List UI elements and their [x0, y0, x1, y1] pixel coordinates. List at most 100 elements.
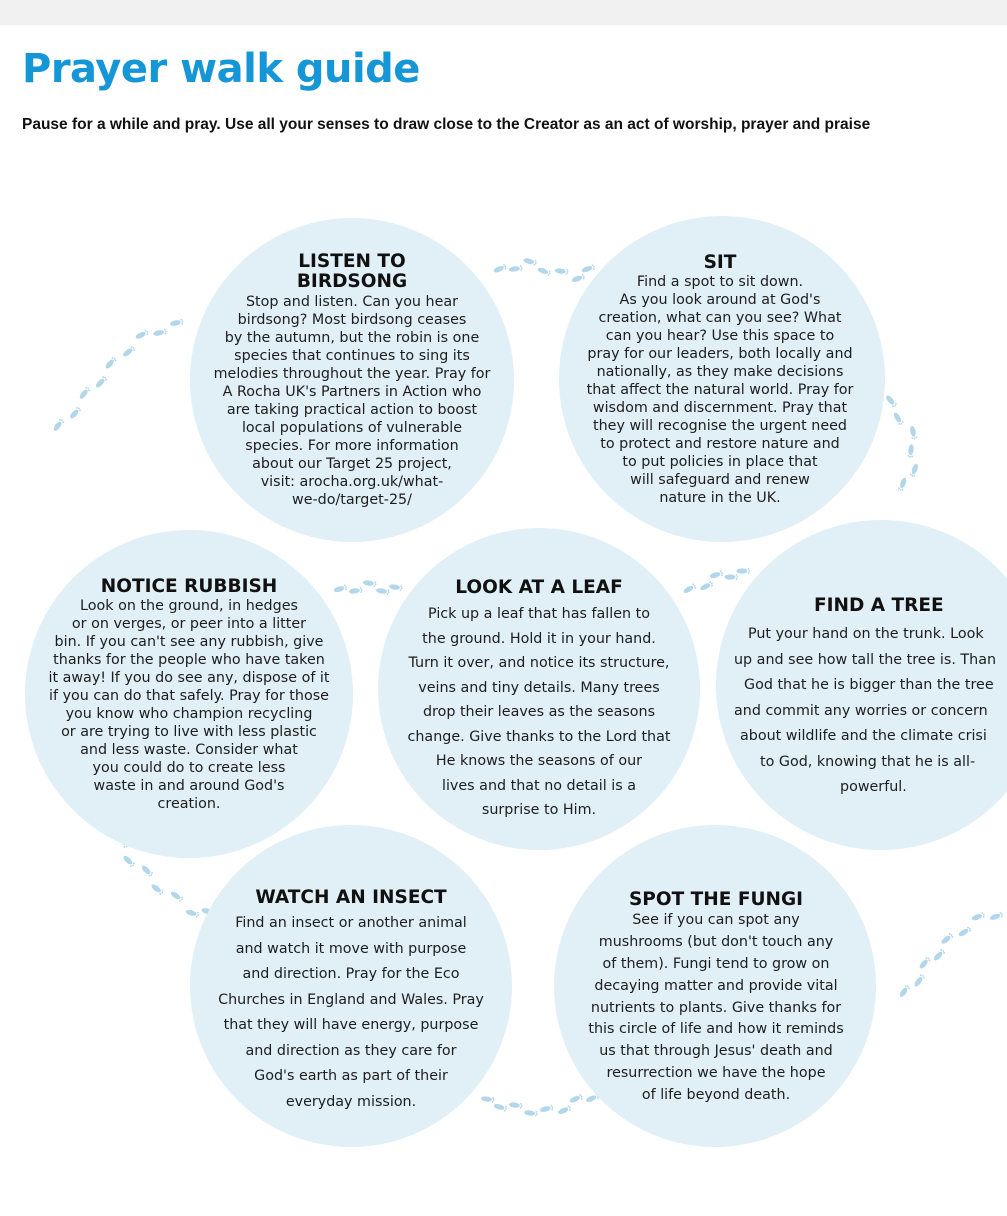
text-line: to God, knowing that he is all-	[760, 753, 976, 770]
footprint-icon	[348, 587, 363, 594]
footprint-icon	[79, 386, 91, 399]
text-line: species that continues to sing its	[234, 347, 470, 364]
text-line: melodies throughout the year. Pray for	[213, 365, 491, 382]
text-line: Find a spot to sit down.	[636, 274, 804, 291]
footprint-icon	[389, 584, 403, 591]
text-line: bin. If you can't see any rubbish, give	[54, 634, 324, 651]
heading-line: LOOK AT A LEAF	[455, 577, 623, 598]
text-line: Look on the ground, in hedges	[80, 598, 298, 615]
text-line: decaying matter and provide vital	[594, 977, 838, 994]
footprint-icon	[508, 1102, 523, 1109]
text-line: to put policies in place that	[622, 454, 818, 471]
footprint-icon	[569, 1093, 583, 1103]
footprint-icon	[493, 263, 507, 273]
footprint-icon	[523, 258, 537, 266]
station-rubbish: NOTICE RUBBISH Look on the ground, in he…	[48, 576, 330, 813]
footprint-icon	[141, 865, 154, 877]
text-line: pray for our leaders, both locally and	[587, 346, 853, 363]
heading-line: SPOT THE FUNGI	[628, 889, 804, 910]
circle-insect	[190, 825, 512, 1147]
text-line: everyday mission.	[285, 1093, 417, 1110]
text-line: you know who champion recycling	[65, 706, 313, 723]
text-line: the ground. Hold it in your hand.	[422, 630, 656, 647]
footprint-icon	[971, 912, 985, 921]
footprint-icon	[886, 395, 897, 408]
station-heading: LOOK AT A LEAF	[408, 577, 671, 598]
footprint-icon	[376, 588, 390, 595]
footprint-icon	[151, 884, 164, 895]
circle-birdsong	[190, 218, 514, 542]
footprint-icon	[933, 949, 946, 961]
footprint-icon	[910, 425, 918, 440]
text-line: this circle of life and how it reminds	[588, 1021, 844, 1038]
page-title: Prayer walk guide	[22, 46, 420, 92]
circle-rubbish	[25, 530, 353, 858]
footprint-icon	[135, 329, 149, 339]
text-line: it away! If you do see any, dispose of i…	[48, 670, 330, 687]
text-line: He knows the seasons of our	[435, 753, 643, 770]
text-line: God's earth as part of their	[254, 1068, 448, 1085]
heading-line: FIND A TREE	[814, 595, 944, 616]
text-line: veins and tiny details. Many trees	[418, 679, 660, 696]
text-line: birdsong? Most birdsong ceases	[237, 311, 467, 328]
footprint-icon	[169, 318, 184, 326]
text-line: about wildlife and the climate crisi	[740, 728, 987, 745]
footprint-icon	[70, 406, 81, 419]
text-line: Churches in England and Wales. Pray	[218, 991, 484, 1008]
footprint-icon	[899, 984, 910, 997]
text-line: will safeguard and renew	[630, 472, 810, 489]
station-heading: NOTICE RUBBISH	[48, 576, 329, 597]
footprint-icon	[53, 418, 64, 431]
circle-leaf	[378, 528, 700, 850]
footprint-icon	[558, 1105, 571, 1114]
text-line: of life beyond death.	[641, 1086, 791, 1103]
text-line: local populations of vulnerable	[241, 419, 463, 436]
text-line: of them). Fungi tend to grow on	[602, 955, 830, 972]
text-line: and watch it move with purpose	[235, 940, 467, 957]
heading-line: NOTICE RUBBISH	[100, 576, 278, 597]
text-line: change. Give thanks to the Lord that	[407, 728, 671, 745]
text-line: drop their leaves as the seasons	[422, 704, 656, 721]
text-line: Find an insect or another animal	[235, 915, 467, 932]
text-line: nationally, as they make decisions	[596, 364, 844, 381]
footprint-icon	[508, 265, 523, 272]
footprint-icon	[907, 444, 914, 458]
text-line: Stop and listen. Can you hear	[245, 293, 459, 310]
heading-line: LISTEN TO	[298, 251, 406, 272]
text-line: and direction. Pray for the Eco	[242, 966, 460, 983]
footprint-icon	[105, 356, 117, 369]
page-subtitle: Pause for a while and pray. Use all your…	[22, 116, 871, 133]
footprint-icon	[170, 891, 184, 902]
station-tree: FIND A TREE Put your hand on the trunk. …	[734, 595, 996, 801]
text-line: they will recognise the urgent need	[593, 418, 847, 435]
footprint-icon	[736, 568, 751, 574]
footprint-icon	[724, 574, 739, 580]
text-line: and commit any worries or concern	[734, 702, 988, 719]
text-line: us that through Jesus' death and	[599, 1043, 833, 1060]
text-line: wisdom and discernment. Pray that	[592, 400, 848, 417]
text-line: that affect the natural world. Pray for	[586, 382, 854, 399]
footprint-icon	[524, 1110, 538, 1117]
station-insect: WATCH AN INSECT Find an insect or anothe…	[218, 887, 484, 1115]
text-line: lives and that no detail is a	[441, 777, 637, 794]
text-line: species. For more information	[245, 437, 459, 454]
circle-fungi	[554, 825, 876, 1147]
footprint-icon	[333, 584, 348, 593]
station-text: Find a spot to sit down.As you look arou…	[587, 273, 854, 507]
text-line: A Rocha UK's Partners in Action who	[222, 383, 482, 400]
text-line: creation.	[157, 796, 221, 813]
footprint-icon	[153, 328, 167, 336]
footprint-icon	[123, 346, 136, 357]
footprint-icon	[493, 1103, 508, 1112]
footprint-icon	[185, 909, 200, 918]
text-line: up and see how tall the tree is. Than	[734, 651, 997, 668]
footprint-icon	[941, 933, 954, 944]
footprint-icon	[571, 273, 585, 282]
text-line: resurrection we have the hope	[606, 1064, 826, 1081]
footprint-icon	[700, 581, 713, 591]
text-line: Pick up a leaf that has fallen to	[428, 606, 650, 623]
